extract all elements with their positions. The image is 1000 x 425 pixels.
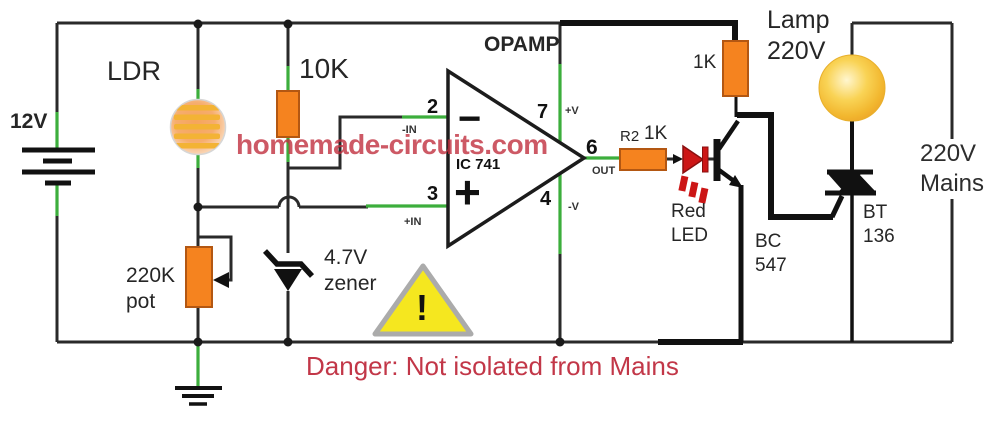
battery-12v (22, 147, 95, 186)
ldr-label: LDR (107, 56, 162, 86)
wire-network (55, 21, 954, 344)
lamp-symbol (818, 54, 886, 122)
potentiometer-220k-body (185, 246, 213, 308)
pin2-label: 2 (427, 96, 439, 118)
positive-supply-label: +V (565, 105, 579, 117)
noninverting-input-label: +IN (404, 216, 422, 228)
pin4-label: 4 (540, 188, 552, 210)
resistor-10k-label: 10K (299, 53, 349, 84)
thick-wires (560, 20, 845, 345)
resistor-r2-1k (619, 148, 667, 171)
inverting-input-label: -IN (402, 124, 417, 136)
opamp-title: OPAMP (484, 33, 560, 56)
collector-resistor-label: 1K (693, 52, 717, 73)
r2-ref-label: R2 (620, 128, 640, 145)
negative-supply-label: -V (568, 201, 579, 213)
resistor-10k (276, 90, 300, 138)
led-glow-rays (678, 175, 709, 204)
zener-diode-4v7 (262, 249, 315, 291)
minus-sign: − (458, 97, 482, 141)
emitter-arrow (729, 175, 743, 188)
ground-symbol (175, 386, 222, 406)
ic-name-label: IC 741 (456, 156, 501, 173)
danger-warning-text: Danger: Not isolated from Mains (306, 351, 679, 381)
pin3-label: 3 (427, 183, 439, 205)
green-wire-segments (55, 64, 620, 386)
pot-wiper-arrow (213, 272, 229, 288)
warning-exclamation: ! (416, 287, 428, 328)
red-led-symbol (678, 144, 709, 204)
opamp-triangle (446, 67, 588, 250)
pin6-label: 6 (586, 136, 598, 159)
ldr-symbol (169, 98, 227, 156)
r2-value-label: 1K (644, 123, 668, 144)
junction-dots (193, 19, 565, 347)
transistor-bc547 (713, 119, 743, 188)
battery-voltage-label: 12V (10, 110, 48, 133)
watermark-text: homemade-circuits.com (236, 129, 548, 160)
wire-arrowhead (673, 154, 683, 164)
resistor-1k-collector (722, 40, 749, 97)
pin7-label: 7 (537, 101, 549, 123)
output-label: OUT (592, 165, 616, 177)
plus-sign: + (454, 166, 481, 218)
warning-triangle-icon (372, 263, 474, 337)
